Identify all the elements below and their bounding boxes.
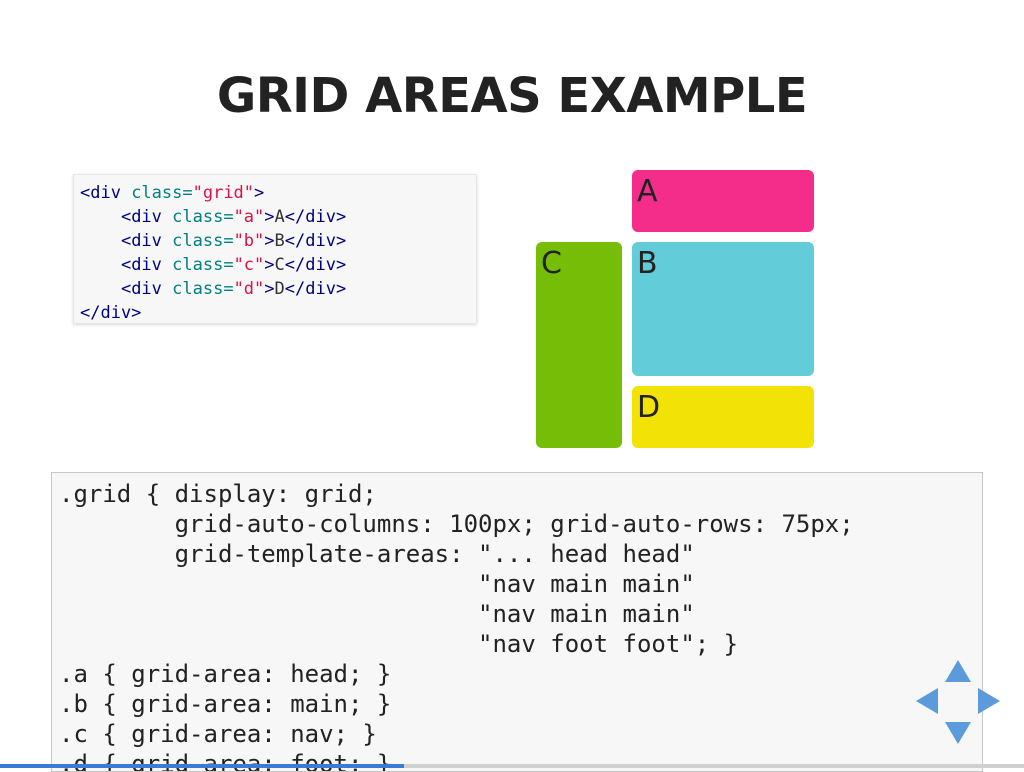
slide-title: GRID AREAS EXAMPLE (216, 68, 808, 124)
code-line: "nav main main" (59, 600, 695, 628)
code-line: .c { grid-area: nav; } (59, 720, 377, 748)
code-token (80, 207, 121, 227)
code-token: <div (120, 279, 173, 299)
progress-bar-fill (0, 764, 405, 768)
grid-box-label: A (637, 174, 658, 209)
code-token: B (274, 231, 285, 251)
code-line: .d { grid-area: foot; } (59, 750, 392, 772)
code-token: "b" (233, 231, 265, 251)
code-token: "d" (233, 279, 265, 299)
code-token: A (274, 207, 285, 227)
code-token: class= (172, 255, 234, 275)
code-token: </div> (284, 231, 347, 251)
code-token: class= (172, 207, 234, 227)
code-line: .b { grid-area: main; } (59, 690, 392, 718)
code-line: "nav foot foot"; } (59, 630, 739, 658)
code-line: .grid { display: grid; (59, 480, 377, 508)
html-code-block: <div class="grid"> <div class="a">A</div… (73, 174, 477, 324)
grid-box-a: A (632, 170, 814, 232)
progress-bar (0, 764, 1024, 768)
grid-box-b: B (632, 242, 814, 376)
grid-box-label: C (541, 246, 562, 281)
code-token: "grid" (192, 183, 255, 203)
code-token: class= (172, 231, 234, 251)
arrow-down-icon[interactable] (945, 722, 971, 744)
code-token: D (274, 279, 285, 299)
slide-navigation (914, 658, 1004, 748)
code-token: <div (120, 231, 173, 251)
code-token: </div> (284, 255, 347, 275)
code-token: class= (131, 183, 193, 203)
code-token: > (264, 231, 275, 251)
arrow-left-icon[interactable] (916, 688, 938, 714)
code-line: grid-template-areas: "... head head" (59, 540, 695, 568)
code-token: </div> (80, 303, 142, 323)
code-token: </div> (284, 279, 347, 299)
grid-box-d: D (632, 386, 814, 448)
code-token: </div> (284, 207, 347, 227)
grid-box-c: C (536, 242, 622, 448)
code-token: <div (120, 255, 173, 275)
grid-box-label: D (637, 390, 661, 425)
code-token: <div (80, 183, 132, 203)
code-token: "a" (233, 207, 265, 227)
code-token: > (264, 255, 275, 275)
code-token: > (264, 207, 275, 227)
code-line: grid-auto-columns: 100px; grid-auto-rows… (59, 510, 854, 538)
code-line: "nav main main" (59, 570, 695, 598)
code-token: class= (172, 279, 234, 299)
arrow-right-icon[interactable] (978, 688, 1000, 714)
code-token (80, 231, 121, 251)
code-token: "c" (233, 255, 265, 275)
code-token: > (254, 183, 265, 203)
code-token (80, 255, 121, 275)
arrow-up-icon[interactable] (945, 660, 971, 682)
grid-box-label: B (637, 246, 658, 281)
code-token (80, 279, 121, 299)
code-token: > (264, 279, 275, 299)
css-code-block: .grid { display: grid; grid-auto-columns… (51, 472, 983, 772)
code-token: <div (120, 207, 173, 227)
code-line: .a { grid-area: head; } (59, 660, 392, 688)
code-token: C (274, 255, 285, 275)
